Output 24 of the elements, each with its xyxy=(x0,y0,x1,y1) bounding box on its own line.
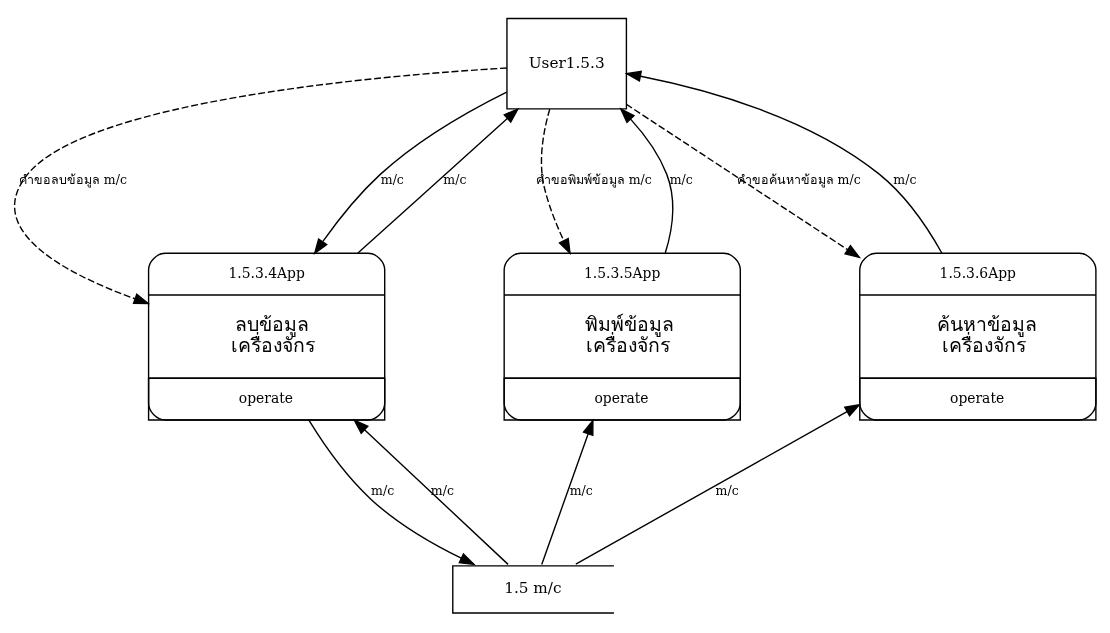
edge-label: m/c xyxy=(669,172,693,188)
arrow xyxy=(540,108,571,256)
edge-label: m/c xyxy=(371,483,395,499)
arrow xyxy=(624,70,943,254)
arrow xyxy=(352,418,509,566)
node-text: 1.5 m/c xyxy=(504,579,562,598)
arrow xyxy=(575,403,862,565)
edge-label: m/c xyxy=(430,483,454,499)
edge-label: คำขอลบข้อมูล m/c xyxy=(18,172,127,188)
arrow xyxy=(619,107,674,254)
edge-label: คำขอพิมพ์ข้อมูล m/c xyxy=(535,172,652,188)
edge-label: m/c xyxy=(443,172,467,188)
arrow xyxy=(308,419,476,566)
arrow xyxy=(357,107,520,254)
edge-label: m/c xyxy=(569,483,593,499)
arrow xyxy=(625,103,862,259)
arrow xyxy=(14,67,508,305)
edge-label: m/c xyxy=(715,483,739,499)
edge-label: m/c xyxy=(380,172,404,188)
edge-label: คำขอค้นหาข้อมูล m/c xyxy=(736,172,861,188)
arrow xyxy=(541,418,594,566)
arrow xyxy=(313,91,508,255)
node-box: User1.5.3 xyxy=(506,17,628,110)
edge-label: m/c xyxy=(893,172,917,188)
